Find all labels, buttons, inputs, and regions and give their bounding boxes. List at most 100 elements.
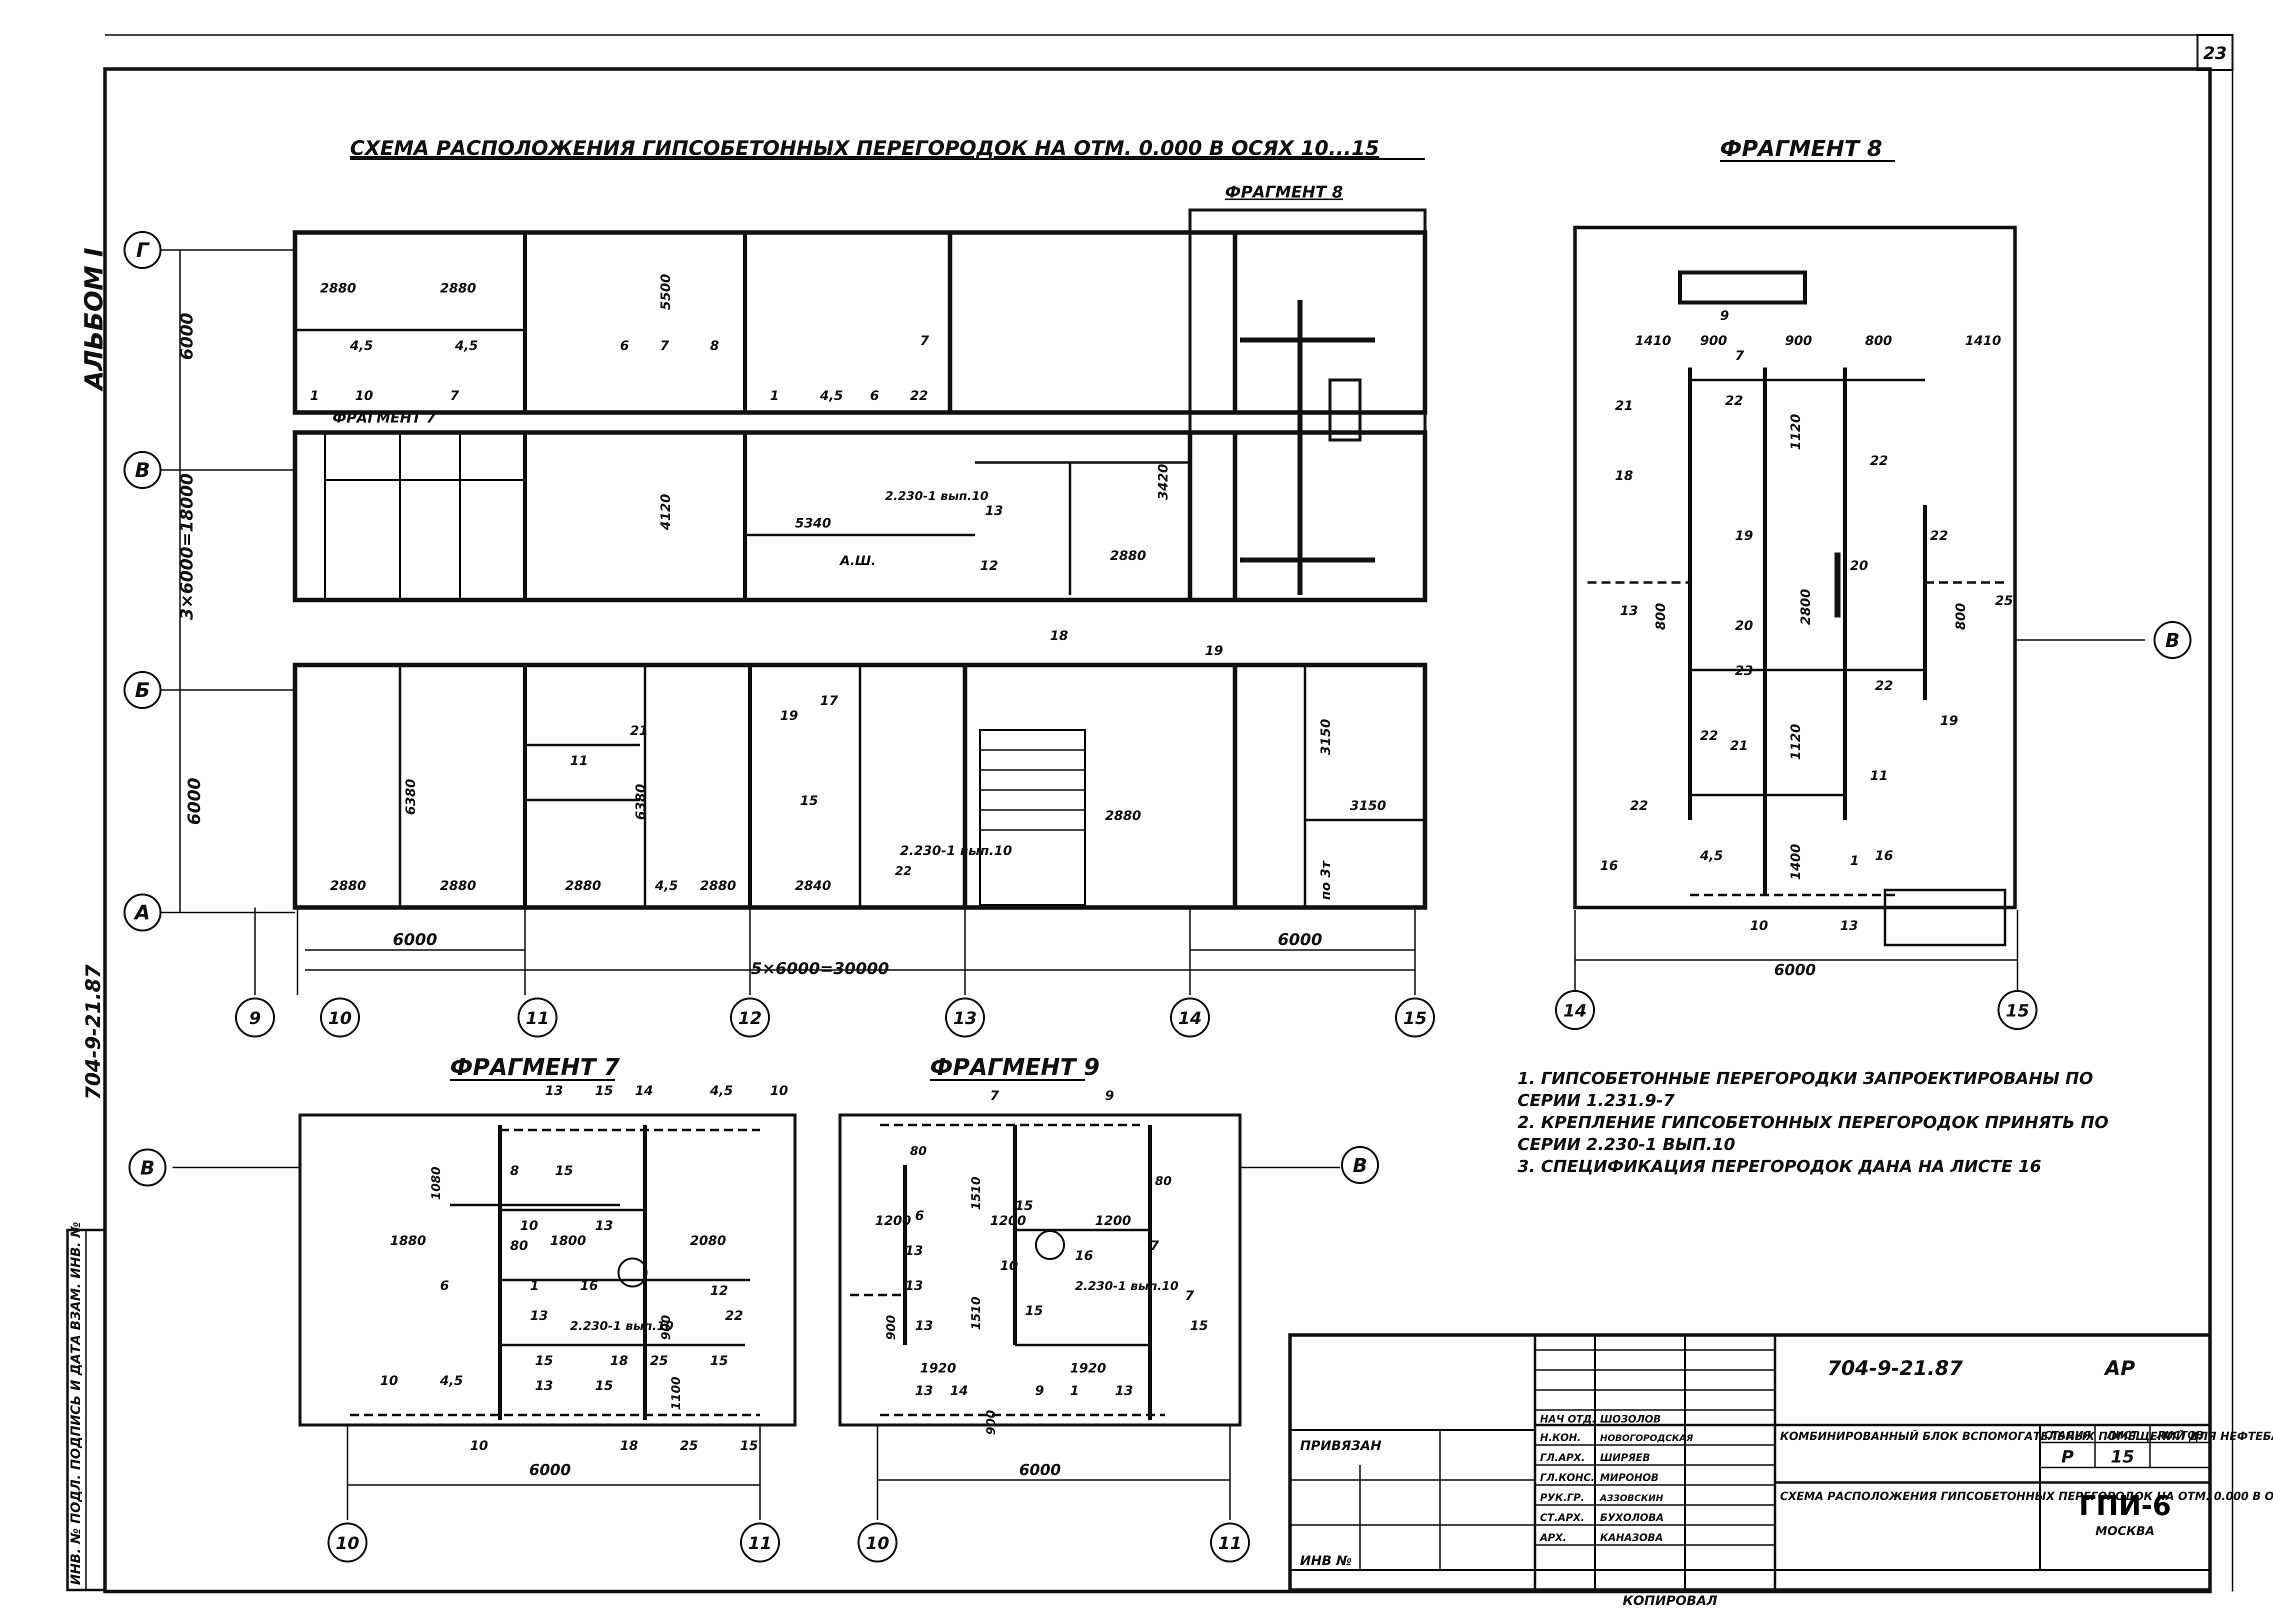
plan-label: 2880 (1110, 548, 1146, 564)
tb-name: АЗЗОВСКИН (1599, 1493, 1664, 1504)
f7-label: 18 (620, 1438, 638, 1454)
f7-label: 1 (530, 1278, 539, 1294)
fragment9-axis-label-v: В (1353, 1154, 1368, 1176)
f7-label: 13 (535, 1378, 553, 1394)
main-plan-labels: 2880 2880 4,5 4,5 6 7 8 5500 1 10 7 1 4,… (310, 274, 1386, 900)
f7-label: 15 (740, 1438, 758, 1454)
f7-label: 10 (380, 1374, 398, 1388)
fragment8-zone (1188, 208, 1426, 602)
f9-label: 80 (910, 1144, 926, 1158)
axis-label-12: 12 (738, 1008, 762, 1028)
main-plan (292, 208, 1428, 910)
plan-label: 2880 (330, 878, 366, 894)
f7-label: 15 (555, 1164, 573, 1178)
plan-label: 1 (770, 388, 779, 404)
f8-label: 22 (1700, 728, 1718, 744)
f7-label: 25 (650, 1354, 668, 1368)
f8-dim: 1410 (1635, 334, 1671, 348)
f9-dim: 900 (984, 1410, 998, 1435)
f8-dim: 1400 (1788, 844, 1804, 880)
plan-label: 19 (1205, 644, 1223, 658)
f8-dim: 1120 (1788, 414, 1804, 450)
tb-inv: ИНВ № (1300, 1554, 1352, 1568)
axis-bubble-14 (1170, 998, 1210, 1038)
fragment7-zone (324, 432, 526, 601)
fragment9-detail-mark (1035, 1230, 1065, 1260)
axis-bubble-11 (518, 998, 558, 1038)
f9-label: 13 (1115, 1384, 1133, 1398)
plan-label: 10 (355, 388, 373, 404)
plan-label: 5340 (795, 516, 831, 531)
fragment7-axis-label-11: 11 (748, 1534, 772, 1554)
plan-label: 2.230-1 вып.10 (900, 844, 1012, 858)
plan-label: 12 (980, 558, 998, 574)
plan-label: 3150 (1350, 798, 1386, 814)
fragment7-axis-label-v: В (140, 1157, 155, 1179)
title-block-frame (1288, 1333, 2212, 1592)
fragment7-title: ФРАГМЕНТ 7 (450, 1054, 620, 1080)
fragment7-outline (298, 1114, 796, 1426)
tb-project: КОМБИНИРОВАННЫЙ БЛОК ВСПОМОГАТЕЛЬНЫХ ПОМ… (1780, 1430, 2273, 1443)
f8-label: 7 (1735, 348, 1744, 364)
plan-label: 7 (920, 334, 930, 348)
plan-label: 5500 (658, 274, 674, 310)
plan-label: 22 (895, 864, 912, 878)
f8-dim: 800 (1654, 603, 1668, 630)
fragment8-axis-label-v: В (2166, 630, 2180, 652)
f7-label: 4,5 (710, 1084, 733, 1098)
f8-label: 22 (1630, 798, 1648, 814)
plan-wall-lower-right (962, 662, 1428, 910)
fragment8-labels: 1410 900 900 800 1410 800 800 2800 1120 … (1600, 308, 2013, 979)
axis-label-b: Б (135, 679, 150, 702)
f8-label: 9 (1720, 308, 1729, 324)
f7-label: 14 (635, 1084, 653, 1098)
side-code: 704-9-21.87 (82, 964, 105, 1100)
f7-label: 15 (595, 1378, 613, 1394)
plan-label: 7 (660, 338, 670, 354)
f9-label: 15 (1025, 1304, 1043, 1318)
album-label: АЛЬБОМ I (80, 248, 108, 392)
f8-dim: 2800 (1798, 589, 1814, 625)
f7-label: 1100 (669, 1376, 683, 1410)
plan-label: 2880 (700, 878, 736, 894)
f8-label: 13 (1840, 918, 1858, 934)
fragment9-title: ФРАГМЕНТ 9 (930, 1054, 1100, 1080)
plan-label: 19 (780, 708, 798, 724)
f9-label: 6 (915, 1208, 924, 1224)
f7-label: 13 (530, 1308, 548, 1324)
tb-sheet: 15 (2110, 1447, 2134, 1467)
f9-dim: 1920 (920, 1361, 956, 1376)
tb-role: ГЛ.КОНС. (1540, 1472, 1594, 1484)
fragment7-axis-label-10: 10 (336, 1534, 359, 1554)
plan-label: 2840 (795, 878, 831, 894)
plan-label: 18 (1050, 628, 1068, 644)
axis-bubble-12 (730, 998, 770, 1038)
plan-label: 3420 (1156, 464, 1171, 500)
axis-bubble-g (124, 231, 162, 269)
axis-label-9: 9 (249, 1008, 261, 1028)
fragment9-outline (838, 1114, 1242, 1426)
plan-wall-upper-left (292, 230, 1238, 415)
dim-bottom-left: 6000 (392, 930, 437, 949)
f8-dim: 6000 (1774, 962, 1816, 979)
dim-left-mid: 3×6000=18000 (177, 473, 197, 620)
main-title: СХЕМА РАСПОЛОЖЕНИЯ ГИПСОБЕТОННЫХ ПЕРЕГОР… (350, 137, 1379, 160)
plan-label: 6 (620, 338, 629, 354)
f9-label: 15 (1015, 1198, 1033, 1214)
note-2: 2. КРЕПЛЕНИЕ ГИПСОБЕТОННЫХ ПЕРЕГОРОДОК П… (1518, 1112, 2109, 1154)
axis-label-10: 10 (328, 1008, 352, 1028)
plan-label: 1 (310, 388, 319, 404)
axis-label-a: А (134, 902, 150, 924)
f9-dim: 1200 (990, 1214, 1026, 1228)
fragment8-callout: ФРАГМЕНТ 8 (1225, 182, 1343, 202)
axis-label-g: Г (136, 239, 150, 262)
stair (979, 729, 1086, 906)
f8-label: 21 (1615, 398, 1633, 414)
f7-dim: 1880 (390, 1234, 426, 1248)
plan-label: 2880 (320, 281, 356, 296)
fragment9-axis-label-10: 10 (866, 1534, 889, 1554)
f9-label: 80 (1155, 1174, 1172, 1188)
fragment7-axis-bubble-11 (740, 1522, 780, 1562)
f8-dim: 900 (1785, 334, 1812, 348)
